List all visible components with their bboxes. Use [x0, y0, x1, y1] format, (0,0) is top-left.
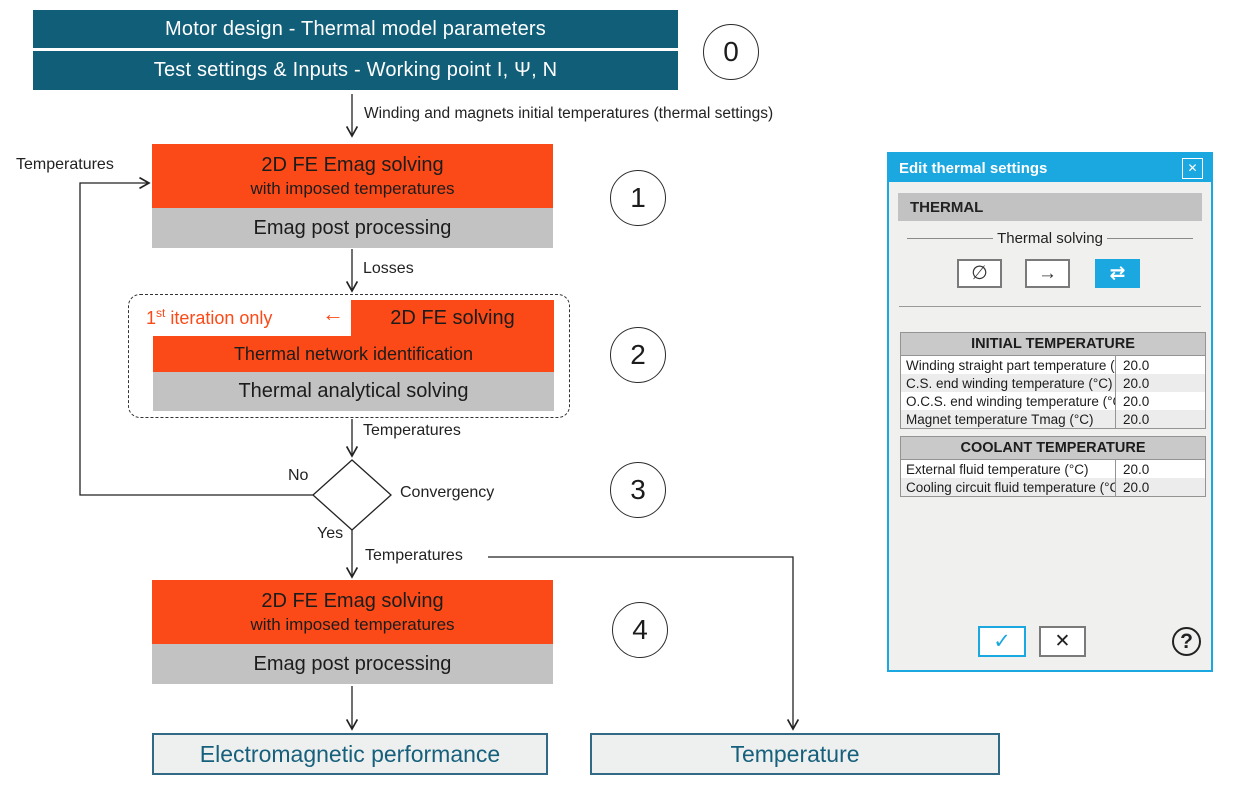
decision-diamond — [312, 459, 392, 531]
initial-temperature-table: INITIAL TEMPERATURE Winding straight par… — [900, 332, 1206, 429]
step-0-number: 0 — [723, 36, 739, 67]
init-temperatures-label: Winding and magnets initial temperatures… — [364, 105, 774, 122]
thermal-solving-two-way-button[interactable]: ⇄ — [1095, 259, 1140, 288]
table-row: Magnet temperature Tmag (°C) 20.0 — [901, 410, 1205, 428]
decision-yes-label: Yes — [317, 525, 344, 542]
stage1-solving-box: 2D FE Emag solving with imposed temperat… — [152, 144, 553, 208]
decision-condition-label: Convergency — [400, 484, 495, 501]
feedback-temperatures-label: Temperatures — [16, 156, 114, 173]
thermal-section-label: THERMAL — [910, 198, 984, 216]
checkmark-icon: ✓ — [993, 630, 1011, 653]
stage4-solving-box: 2D FE Emag solving with imposed temperat… — [152, 580, 553, 644]
stage2-fe-solving-box: 2D FE solving — [351, 300, 554, 336]
thermal-section-bar: THERMAL — [898, 193, 1202, 221]
table-row: External fluid temperature (°C) 20.0 — [901, 460, 1205, 478]
stage2-analytical-box: Thermal analytical solving — [153, 372, 554, 411]
thermal-solving-one-way-button[interactable]: → — [1025, 259, 1070, 288]
cancel-x-icon: ✕ — [1054, 631, 1071, 652]
step-2-number: 2 — [630, 339, 646, 370]
output-temperature-label: Temperature — [730, 740, 860, 767]
param-label: Cooling circuit fluid temperature (°C) — [901, 478, 1116, 496]
param-value-field[interactable]: 20.0 — [1123, 411, 1150, 427]
output-electromagnetic-performance: Electromagnetic performance — [152, 733, 548, 775]
stage1-line1: 2D FE Emag solving — [261, 153, 444, 176]
left-arrow-icon: ← — [322, 301, 344, 326]
decision-no-label: No — [288, 467, 309, 484]
two-way-arrows-icon: ⇄ — [1109, 263, 1126, 284]
param-label: C.S. end winding temperature (°C) — [901, 374, 1116, 392]
coolant-temperature-table: COOLANT TEMPERATURE External fluid tempe… — [900, 436, 1206, 497]
stage2-network-box: Thermal network identification — [153, 336, 554, 372]
stage4-postprocessing-box: Emag post processing — [152, 644, 553, 684]
stage1-postprocessing-box: Emag post processing — [152, 208, 553, 248]
thermal-solving-group-label: Thermal solving — [907, 228, 1193, 248]
thermal-solving-label-text: Thermal solving — [997, 229, 1103, 247]
table-row: Cooling circuit fluid temperature (°C) 2… — [901, 478, 1205, 496]
input-box-motor-design-label: Motor design - Thermal model parameters — [165, 17, 546, 40]
none-icon: ∅ — [971, 263, 988, 284]
param-label: Magnet temperature Tmag (°C) — [901, 410, 1116, 428]
param-value-field[interactable]: 20.0 — [1123, 461, 1150, 477]
step-circle-4: 4 — [612, 602, 668, 658]
feedback-no-path — [79, 176, 313, 496]
dialog-title: Edit thermal settings — [899, 159, 1048, 177]
one-way-arrow-icon: → — [1038, 262, 1057, 284]
param-value-field[interactable]: 20.0 — [1123, 357, 1150, 373]
thermal-solving-none-button[interactable]: ∅ — [957, 259, 1002, 288]
first-iteration-note: 1st iteration only — [146, 306, 272, 329]
table-row: C.S. end winding temperature (°C) 20.0 — [901, 374, 1205, 392]
table-row: Winding straight part temperature (°C) 2… — [901, 356, 1205, 374]
dialog-titlebar[interactable]: Edit thermal settings ✕ — [889, 154, 1211, 182]
input-box-test-settings: Test settings & Inputs - Working point I… — [33, 51, 678, 90]
stage2-analytical-label: Thermal analytical solving — [238, 380, 469, 402]
param-label: O.C.S. end winding temperature (°C) — [901, 392, 1116, 410]
param-value-field[interactable]: 20.0 — [1123, 375, 1150, 391]
stage4-line1: 2D FE Emag solving — [261, 589, 444, 612]
step-circle-0: 0 — [703, 24, 759, 80]
table-row: O.C.S. end winding temperature (°C) 20.0 — [901, 392, 1205, 410]
branch-temperature-path — [488, 556, 800, 731]
step-circle-1: 1 — [610, 170, 666, 226]
stage4-line2: with imposed temperatures — [250, 614, 455, 634]
losses-label: Losses — [363, 260, 414, 277]
input-box-motor-design: Motor design - Thermal model parameters — [33, 10, 678, 48]
yes-temperatures-label: Temperatures — [365, 547, 463, 564]
cancel-button[interactable]: ✕ — [1039, 626, 1086, 657]
stage2-fe-label: 2D FE solving — [390, 306, 515, 329]
param-label: Winding straight part temperature (°C) — [901, 356, 1116, 374]
question-mark-icon: ? — [1180, 629, 1193, 653]
dialog-separator — [899, 306, 1201, 307]
step-3-number: 3 — [630, 474, 646, 505]
help-button[interactable]: ? — [1172, 627, 1201, 656]
output-emag-label: Electromagnetic performance — [199, 740, 501, 767]
param-value-field[interactable]: 20.0 — [1123, 479, 1150, 495]
stage4-post-label: Emag post processing — [253, 652, 452, 675]
stage2-network-label: Thermal network identification — [233, 343, 474, 364]
param-label: External fluid temperature (°C) — [901, 460, 1116, 478]
edit-thermal-settings-dialog: Edit thermal settings ✕ THERMAL Thermal … — [887, 152, 1213, 672]
close-icon[interactable]: ✕ — [1182, 157, 1203, 179]
stage2-temperatures-label: Temperatures — [363, 422, 461, 439]
param-value-field[interactable]: 20.0 — [1123, 393, 1150, 409]
note-rest: iteration only — [165, 308, 273, 328]
output-temperature: Temperature — [590, 733, 1000, 775]
input-box-test-settings-label: Test settings & Inputs - Working point I… — [153, 59, 558, 81]
step-circle-3: 3 — [610, 462, 666, 518]
step-circle-2: 2 — [610, 327, 666, 383]
stage1-line2: with imposed temperatures — [250, 178, 455, 198]
coolant-temperature-header: COOLANT TEMPERATURE — [901, 437, 1205, 460]
initial-temperature-header: INITIAL TEMPERATURE — [901, 333, 1205, 356]
stage2-dashed-group: 1st iteration only ← 2D FE solving Therm… — [128, 294, 570, 418]
note-sup: st — [156, 306, 166, 320]
ok-button[interactable]: ✓ — [978, 626, 1026, 657]
note-base: 1 — [146, 308, 157, 328]
stage1-post-label: Emag post processing — [253, 216, 452, 239]
step-4-number: 4 — [632, 614, 648, 645]
step-1-number: 1 — [630, 182, 646, 213]
